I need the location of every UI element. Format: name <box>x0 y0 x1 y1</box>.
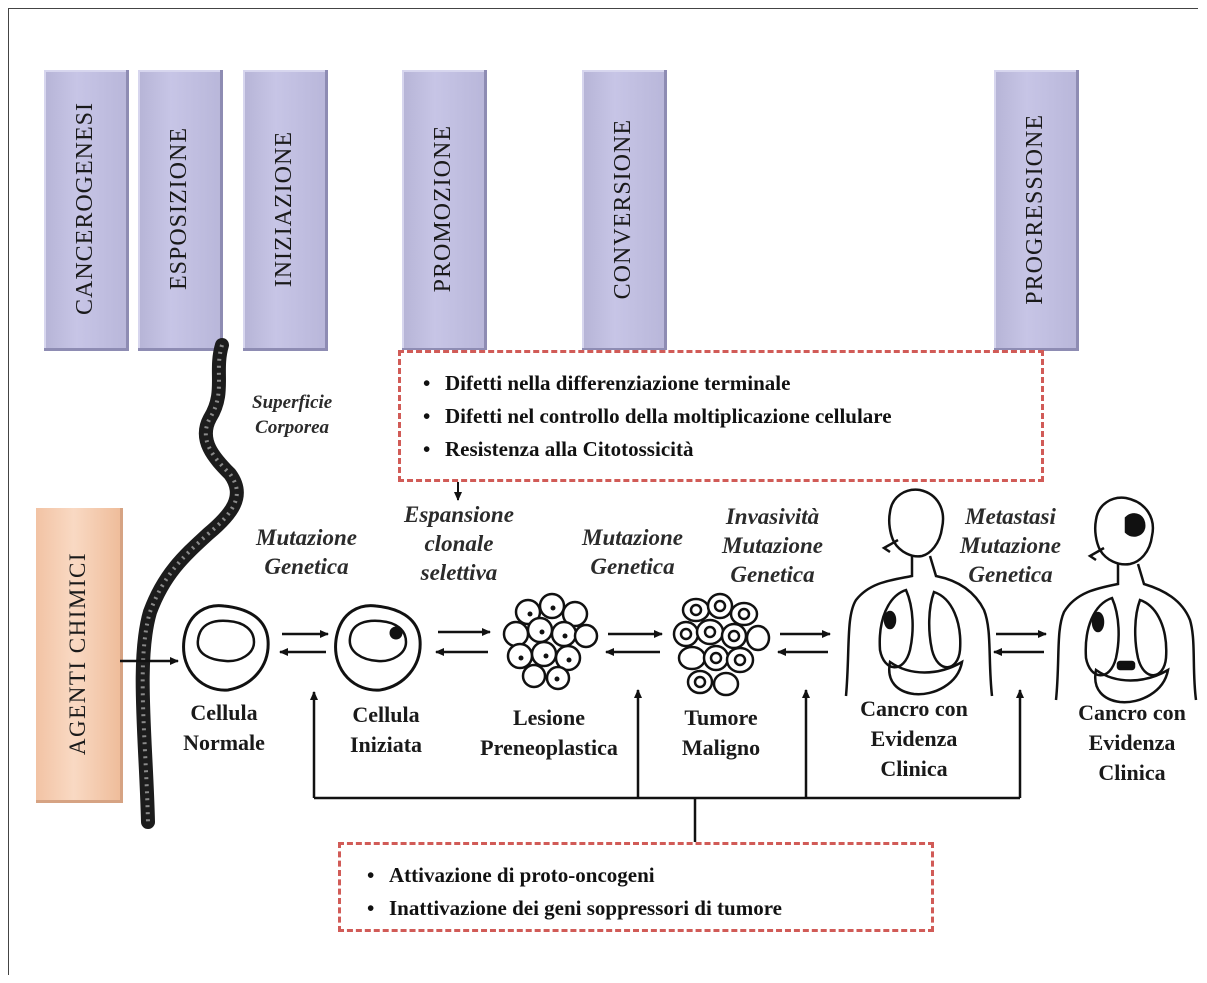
transition-line: selettiva <box>420 560 498 585</box>
stage-line: Evidenza <box>870 726 958 751</box>
transition-label: Mutazione Genetica <box>582 523 683 581</box>
transition-line: Mutazione <box>256 525 357 550</box>
transition-line: Metastasi <box>965 504 1056 529</box>
defect-item: Resistenza alla Citotossicità <box>423 433 1041 466</box>
stage-line: Cellula <box>190 700 258 725</box>
phase-progressione: PROGRESSIONE <box>994 70 1079 351</box>
stage-label: Cancro con Evidenza Clinica <box>1062 698 1202 788</box>
stage-label: Cellula Iniziata <box>334 700 438 760</box>
stage-line: Clinica <box>880 756 948 781</box>
stage-line: Lesione <box>512 705 586 730</box>
malignant-tumor-drawing <box>672 592 771 697</box>
figure-frame <box>8 8 1198 975</box>
stage-line: Cancro con <box>1078 700 1186 725</box>
transition-line: Mutazione <box>582 525 683 550</box>
surface-label: Superficie Corporea <box>252 390 332 440</box>
transition-label: Invasività Mutazione Genetica <box>722 502 823 589</box>
transition-label: Mutazione Genetica <box>256 523 357 581</box>
stage-line: Cancro con <box>860 696 968 721</box>
transition-line: Invasività <box>725 504 820 529</box>
transition-line: Genetica <box>264 554 349 579</box>
phase-promozione: PROMOZIONE <box>402 70 487 351</box>
stage-label: Lesione Preneoplastica <box>466 703 632 763</box>
gene-alteration-box: Attivazione di proto-oncogeni Inattivazi… <box>338 842 934 932</box>
transition-line: clonale <box>424 531 494 556</box>
stage-line: Normale <box>183 730 265 755</box>
stage-line: Preneoplastica <box>480 735 618 760</box>
transition-label: Metastasi Mutazione Genetica <box>960 502 1061 589</box>
transition-line: Genetica <box>730 562 815 587</box>
surface-label-line: Superficie <box>252 392 333 413</box>
stage-line: Evidenza <box>1088 730 1176 755</box>
defect-item: Difetti nella differenziazione terminale <box>423 367 1041 400</box>
transition-label: Espansione clonale selettiva <box>404 500 514 587</box>
stage-label: Cancro con Evidenza Clinica <box>848 694 980 784</box>
gene-feedback-lines <box>310 689 1024 842</box>
reversible-arrows <box>279 628 1047 656</box>
transition-line: Genetica <box>590 554 675 579</box>
patient-silhouette-1 <box>844 488 994 697</box>
preneoplastic-lesion-drawing <box>502 592 599 691</box>
phase-cancerogenesi: CANCEROGENESI <box>44 70 129 351</box>
initiated-cell-drawing <box>334 604 422 692</box>
stage-line: Tumore <box>684 705 758 730</box>
transition-line: Mutazione <box>960 533 1061 558</box>
transition-line: Mutazione <box>722 533 823 558</box>
patient-silhouette-2 <box>1054 496 1198 704</box>
phase-esposizione: ESPOSIZIONE <box>138 70 223 351</box>
surface-label-line: Corporea <box>255 417 330 438</box>
stage-line: Cellula <box>352 702 420 727</box>
transition-line: Espansione <box>404 502 514 527</box>
gene-item: Attivazione di proto-oncogeni <box>367 859 931 892</box>
agents-box: AGENTI CHIMICI <box>36 508 123 803</box>
gene-item: Inattivazione dei geni soppressori di tu… <box>367 892 931 925</box>
phase-iniziazione: INIZIAZIONE <box>243 70 328 351</box>
defect-item: Difetti nel controllo della moltiplicazi… <box>423 400 1041 433</box>
stage-line: Maligno <box>681 735 761 760</box>
phase-conversione: CONVERSIONE <box>582 70 667 351</box>
normal-cell-drawing <box>182 604 270 692</box>
stage-label: Tumore Maligno <box>666 703 776 763</box>
body-surface-band <box>135 338 244 829</box>
stage-label: Cellula Normale <box>176 698 272 758</box>
promotion-defects-box: Difetti nella differenziazione terminale… <box>398 350 1044 482</box>
stage-line: Iniziata <box>349 732 423 757</box>
stage-line: Clinica <box>1098 760 1166 785</box>
transition-line: Genetica <box>968 562 1053 587</box>
